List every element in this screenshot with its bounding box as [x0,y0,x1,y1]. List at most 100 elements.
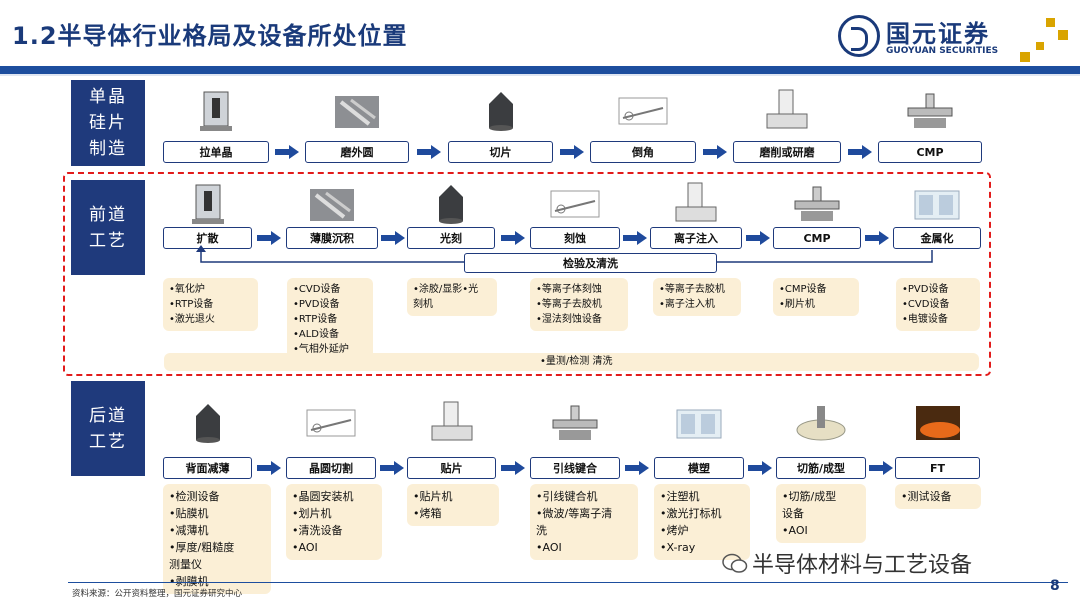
measurement-text: •量测/检测 清洗 [540,356,613,367]
flow-arrow-icon [257,461,281,475]
equipment-item: •贴膜机 [169,507,209,520]
equipment-illustration-icon [195,404,220,443]
equipment-item: •晶圆安装机 [292,490,354,503]
logo-square-icon [1020,52,1030,62]
stage-label-backend: 后道工艺 [71,381,145,476]
stage-label-text: 单晶硅片制造 [89,87,127,159]
equipment-illustration-icon [335,96,379,128]
flow-arrow-icon [275,145,299,159]
frontend-highlight-frame [63,172,991,376]
equipment-list-backend: •检测设备•贴膜机•减薄机•厚度/粗糙度测量仪•剥膜机 [163,484,271,594]
company-logo: 国元证券 GUOYUAN SECURITIES [838,12,1078,64]
equipment-illustration-icon [766,89,808,129]
equipment-item: •湿法刻蚀设备 [536,314,602,325]
equipment-list-frontend: •CMP设备•刷片机 [773,278,859,316]
equipment-illustration-icon [796,406,846,441]
process-step-frontend: 金属化 [893,227,981,249]
equipment-list-backend: •切筋/成型设备•AOI [776,484,866,543]
equipment-item: •烤炉 [660,524,689,537]
source-note: 资料来源：公开资料整理，国元证券研究中心 [72,589,243,599]
equipment-item: •检测设备 [169,490,220,503]
flow-arrow-icon [868,461,893,475]
flow-arrow-icon [625,461,649,475]
footer-divider [68,582,1068,583]
equipment-illustration-icon [676,409,722,439]
equipment-illustration-icon [618,97,668,125]
equipment-list-frontend: •涂胶/显影•光刻机 [407,278,497,316]
equipment-list-backend: •贴片机•烤箱 [407,484,499,526]
equipment-list-frontend: •PVD设备•CVD设备•电镀设备 [896,278,980,331]
equipment-list-frontend: •等离子体刻蚀•等离子去胶机•湿法刻蚀设备 [530,278,628,331]
logo-cn: 国元证券 [886,20,990,48]
equipment-item: •PVD设备 [293,299,340,310]
process-step-wafer: 磨削或研磨 [733,141,841,163]
equipment-illustration-icon [915,406,960,440]
process-step-wafer: 切片 [448,141,553,163]
process-step-backend: 晶圆切割 [286,457,376,479]
process-step-frontend: 扩散 [163,227,252,249]
equipment-list-backend: •晶圆安装机•划片机•清洗设备•AOI [286,484,382,560]
equipment-illustration-icon [200,91,232,131]
logo-en: GUOYUAN SECURITIES [886,46,999,56]
equipment-list-backend: •测试设备 [895,484,981,509]
logo-mark-icon [838,15,880,57]
equipment-illustration-icon [310,189,354,221]
equipment-item: •CVD设备 [293,284,341,295]
equipment-list-frontend: •等离子去胶机 •离子注入机 [653,278,741,316]
process-step-backend: FT [895,457,980,479]
stage-label-frontend: 前道工艺 [71,180,145,275]
equipment-item: •电镀设备 [902,314,948,325]
flow-arrow-icon [500,231,525,245]
equipment-illustration-icon [306,409,356,437]
equipment-item: •RTP设备 [169,299,214,310]
process-step-wafer: 拉单晶 [163,141,269,163]
equipment-item: •减薄机 [169,524,209,537]
equipment-item: •气相外延炉 [293,344,349,355]
equipment-illustration-icon [191,184,224,224]
watermark-text: 半导体材料与工艺设备 [752,553,973,578]
equipment-item: •注塑机 [660,490,700,503]
equipment-illustration-icon [488,92,513,131]
equipment-item: 洗 [536,524,547,537]
equipment-list-frontend: •CVD设备•PVD设备•RTP设备•ALD设备•气相外延炉 [287,278,373,361]
equipment-item: •等离子去胶机 [659,284,725,295]
equipment-illustration-icon [675,182,717,222]
equipment-item: •等离子体刻蚀 [536,284,602,295]
flow-arrow-icon [847,145,872,159]
equipment-item: •离子注入机 [659,299,715,310]
process-step-frontend: 刻蚀 [530,227,620,249]
logo-square-icon [1046,18,1055,27]
stage-label-text: 后道工艺 [89,405,127,452]
process-step-backend: 贴片 [407,457,496,479]
stage-label-text: 前道工艺 [89,204,127,251]
equipment-illustration-icon [794,186,840,221]
process-step-wafer: CMP [878,141,982,163]
flow-arrow-icon [257,231,281,245]
page-number: 8 [1050,578,1060,594]
equipment-item: •AOI [536,541,562,554]
watermark: 半导体材料与工艺设备 [722,547,972,579]
equipment-item: •测试设备 [901,490,952,503]
process-step-wafer: 磨外圆 [305,141,409,163]
equipment-illustration-icon [907,93,953,128]
flow-arrow-icon [865,231,889,245]
equipment-item: •划片机 [292,507,332,520]
equipment-illustration-icon [439,185,463,224]
equipment-illustration-icon [552,405,598,440]
process-step-backend: 引线键合 [530,457,620,479]
process-step-frontend: 薄膜沉积 [286,227,378,249]
flow-arrow-icon [745,231,770,245]
process-step-frontend: 离子注入 [650,227,742,249]
flow-arrow-icon [623,231,647,245]
equipment-item: 测量仪 [169,558,202,571]
equipment-item: •AOI [292,541,318,554]
equipment-item: •涂胶/显影•光 [413,284,479,295]
header-bar [0,66,1080,74]
stage-label-wafer: 单晶硅片制造 [71,80,145,166]
page-title: 1.2半导体行业格局及设备所处位置 [12,22,408,50]
equipment-list-frontend: •氧化炉•RTP设备•激光退火 [163,278,258,331]
equipment-item: •剥膜机 [169,575,209,588]
process-step-frontend: 光刻 [407,227,495,249]
inspection-clean-box: 检验及清洗 [464,253,717,273]
process-step-wafer: 倒角 [590,141,696,163]
